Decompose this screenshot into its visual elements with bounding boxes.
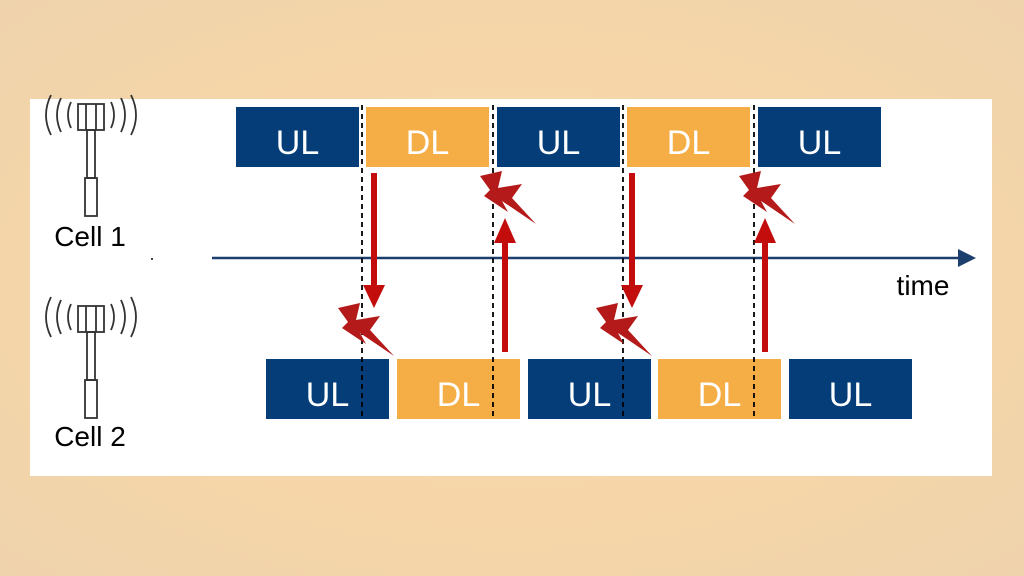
cell-1-slot-label: DL (667, 124, 710, 162)
stray-dot (151, 258, 153, 260)
up-arrow-icon (754, 218, 776, 352)
down-arrow-icon (363, 173, 385, 308)
cell-1-slot-label: UL (798, 124, 841, 162)
cell-2-slot-ul (528, 359, 651, 419)
cell-1-slot-label: UL (537, 124, 580, 162)
cell-2-slot-label: DL (698, 376, 741, 414)
cell-2-slot-label: UL (829, 376, 872, 414)
cell-2-slot-label: UL (306, 376, 349, 414)
lightning-bolt-icon (596, 303, 652, 356)
cell-2-slot-label: DL (437, 376, 480, 414)
cell-1-slot-dl (627, 107, 750, 167)
cell-2-slot-dl (397, 359, 520, 419)
up-arrow-icon (494, 218, 516, 352)
lightning-bolt-icon (338, 303, 394, 356)
cell-1-slot-label: UL (276, 124, 319, 162)
cell-tower-icon (45, 94, 137, 217)
cell-2-label: Cell 2 (54, 421, 126, 452)
cell-tower-icon (45, 296, 137, 419)
cell-1-label: Cell 1 (54, 221, 126, 252)
cell-1-slot-ul (236, 107, 359, 167)
cell-2-slot-dl (658, 359, 781, 419)
cell-2-slot-ul (789, 359, 912, 419)
lightning-bolt-icon (480, 171, 536, 224)
cell-2-slot-label: UL (568, 376, 611, 414)
down-arrow-icon (621, 173, 643, 308)
slot-boundaries (361, 105, 755, 420)
cell-1-slot-ul (758, 107, 881, 167)
cell-1-slots: UL DL UL DL UL (236, 107, 881, 167)
cell-2-slot-ul (266, 359, 389, 419)
lightning-bolt-icon (739, 171, 795, 224)
cell-2-slots: UL DL UL DL UL (266, 359, 912, 419)
cell-1-slot-dl (366, 107, 489, 167)
cell-1-slot-ul (497, 107, 620, 167)
interference-bolts (338, 171, 795, 356)
time-axis-label: time (897, 270, 950, 301)
interference-arrows (363, 173, 776, 352)
cell-1-slot-label: DL (406, 124, 449, 162)
time-axis (212, 249, 976, 267)
